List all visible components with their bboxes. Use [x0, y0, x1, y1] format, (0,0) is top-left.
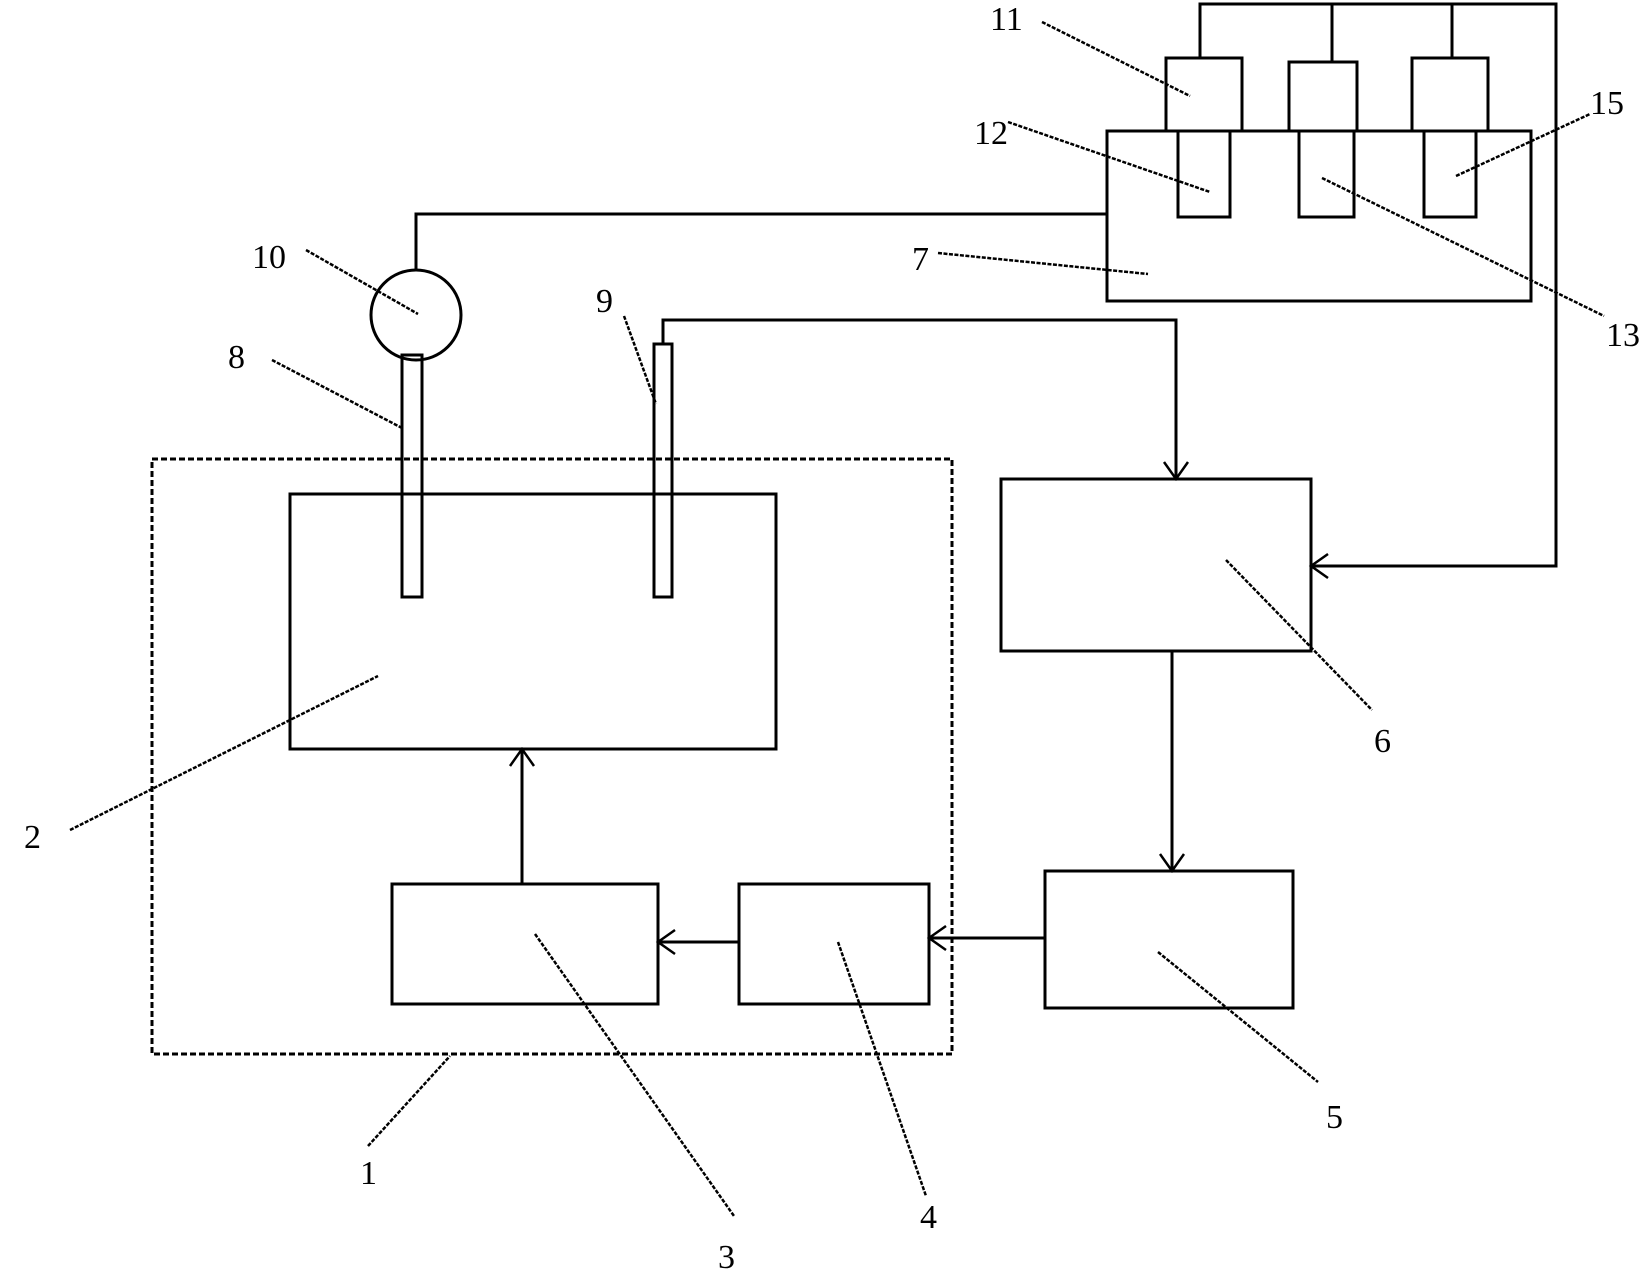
- probe-8: [400, 353, 424, 599]
- leader-13: [1321, 176, 1605, 318]
- leader-12: [1007, 120, 1211, 194]
- leader-15: [1455, 112, 1591, 178]
- arrowhead-into-4: [926, 924, 947, 952]
- label-2: 2: [24, 819, 41, 856]
- meter-10-gauge: [369, 268, 463, 362]
- label-12: 12: [974, 115, 1008, 152]
- leader-3: [533, 933, 736, 1217]
- leader-5: [1157, 951, 1319, 1083]
- label-3: 3: [718, 1239, 735, 1270]
- arrowhead-into-6-right: [1308, 552, 1329, 580]
- block-3: [390, 882, 660, 1006]
- connector-bus-11-to-6: [1198, 2, 1558, 568]
- label-4: 4: [920, 1199, 937, 1236]
- label-8: 8: [228, 339, 245, 376]
- block-11-middle: [1287, 60, 1359, 133]
- arrowhead-into-3: [655, 928, 676, 956]
- leader-7: [937, 251, 1149, 276]
- block-6: [999, 477, 1313, 653]
- leader-6: [1225, 559, 1373, 711]
- arrowhead-into-2: [508, 746, 536, 767]
- leader-4: [836, 941, 928, 1197]
- enclosure-1-dashed-boundary: [150, 457, 954, 1056]
- label-9: 9: [596, 283, 613, 320]
- leader-9: [622, 315, 658, 405]
- label-1: 1: [360, 1155, 377, 1192]
- block-2-tank: [288, 492, 778, 751]
- leader-2: [69, 674, 379, 832]
- leader-8: [271, 358, 403, 430]
- connector-10-to-7: [414, 212, 1107, 270]
- probe-9: [652, 342, 674, 599]
- block-12: [1176, 129, 1232, 219]
- label-15: 15: [1590, 85, 1624, 122]
- label-10: 10: [252, 239, 286, 276]
- label-7: 7: [912, 241, 929, 278]
- label-13: 13: [1606, 317, 1640, 354]
- label-6: 6: [1374, 723, 1391, 760]
- block-13: [1297, 129, 1356, 219]
- leader-10: [305, 248, 419, 316]
- label-5: 5: [1326, 1099, 1343, 1136]
- arrowhead-into-5: [1158, 853, 1186, 874]
- block-4: [737, 882, 931, 1006]
- block-15: [1422, 129, 1478, 219]
- leader-11: [1041, 20, 1191, 98]
- connector-9-to-6: [661, 318, 1178, 479]
- label-11: 11: [990, 1, 1023, 38]
- block-11-left: [1164, 56, 1244, 133]
- arrowhead-into-6-top: [1162, 461, 1190, 482]
- block-11-right: [1410, 56, 1490, 133]
- block-5: [1043, 869, 1295, 1010]
- leader-1: [367, 1055, 451, 1147]
